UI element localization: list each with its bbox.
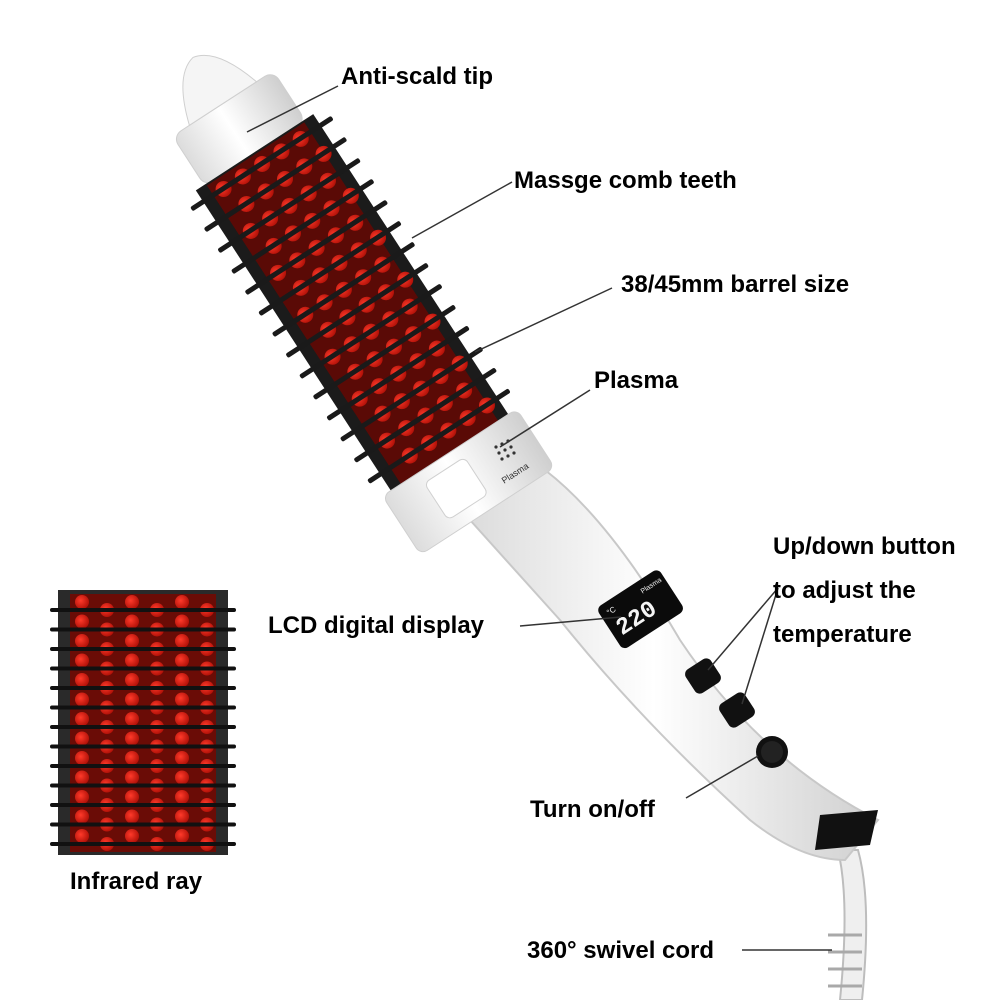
callout-infrared-ray: Infrared ray — [70, 868, 203, 895]
temp-up-button — [685, 658, 721, 694]
callout-plasma: Plasma — [594, 367, 679, 394]
callout-swivel-cord: 360° swivel cord — [527, 937, 715, 964]
callout-barrel-size: 38/45mm barrel size — [621, 271, 850, 298]
leader-lines — [246, 85, 832, 951]
barrel-group — [175, 54, 553, 553]
lcd-unit: °C — [605, 605, 618, 618]
callout-lcd-display: LCD digital display — [268, 612, 485, 639]
swivel-cord — [836, 849, 868, 1000]
callout-buttons-line1: Up/down button — [773, 533, 956, 560]
handle-collar — [815, 810, 878, 850]
callout-buttons-line2: to adjust the — [773, 577, 916, 604]
infrared-inset — [50, 590, 236, 855]
callout-power: Turn on/off — [530, 796, 655, 823]
callout-comb-teeth: Massge comb teeth — [514, 167, 737, 194]
anti-scald-tip — [182, 54, 258, 127]
plasma-badge — [425, 458, 487, 519]
temp-down-button — [719, 692, 755, 728]
callout-buttons-line3: temperature — [773, 621, 912, 648]
barrel-bristles — [190, 116, 510, 484]
cord-ridges — [828, 933, 862, 988]
callout-anti-scald-tip: Anti-scald tip — [341, 63, 494, 90]
